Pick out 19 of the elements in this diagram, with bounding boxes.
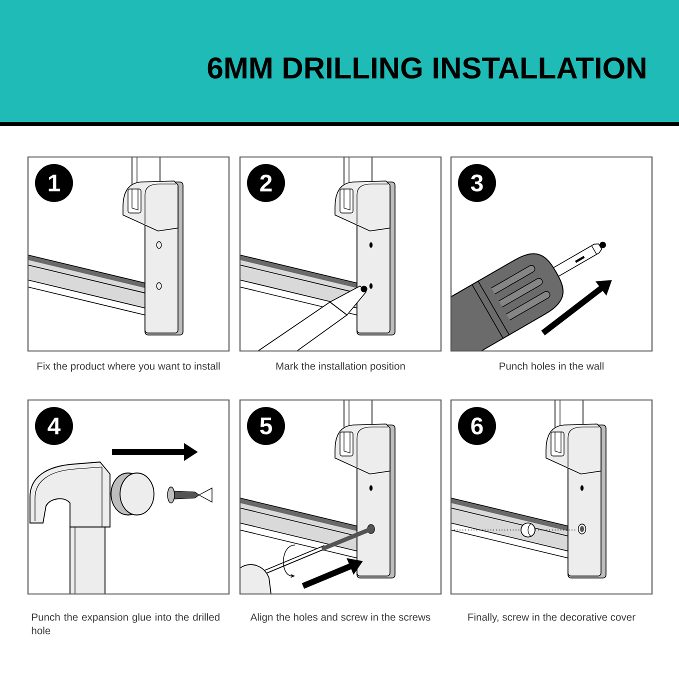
- step-number: 2: [247, 164, 285, 202]
- step-label: Mark the installation position: [276, 362, 405, 372]
- step-label: Finally, screw in the decorative cover: [468, 613, 636, 623]
- title: 6MM DRILLING INSTALLATION: [208, 57, 646, 79]
- step-number: 1: [35, 164, 73, 202]
- step-panel: [27, 156, 230, 352]
- step-number: 3: [458, 164, 496, 202]
- step-panel: [450, 399, 653, 595]
- step-panel: [27, 399, 230, 595]
- step-panel: [239, 156, 442, 352]
- step-label: Fix the product where you want to install: [37, 362, 220, 372]
- step-number: 6: [458, 407, 496, 445]
- step-label: Punch the expansion glue into the drilled hole: [32, 613, 220, 634]
- step-panel: [450, 156, 653, 352]
- step-label: Align the holes and screw in the screws: [250, 613, 430, 623]
- step-number: 4: [35, 407, 73, 445]
- step-label: Punch holes in the wall: [500, 362, 604, 370]
- step-panel: [239, 399, 442, 595]
- step-number: 5: [247, 407, 285, 445]
